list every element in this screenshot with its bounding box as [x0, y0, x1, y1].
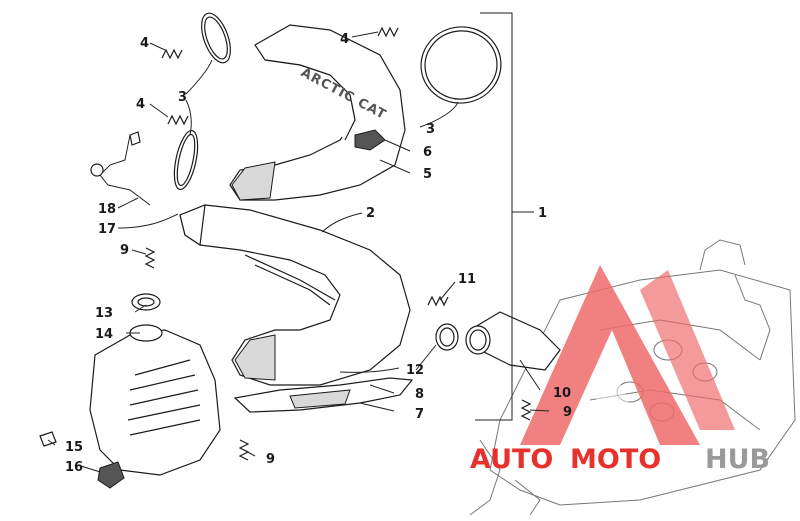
callout-2: 2 [366, 206, 375, 221]
spring-top-center [377, 26, 399, 38]
callout-9b: 9 [563, 405, 572, 420]
callout-14: 14 [95, 327, 113, 342]
callout-7: 7 [415, 407, 424, 422]
spring-top-left [161, 48, 183, 60]
gasket-12 [435, 323, 459, 351]
callout-11: 11 [458, 272, 476, 287]
callout-4c: 4 [340, 32, 349, 47]
callout-4b: 4 [136, 97, 145, 112]
band-clamp-left-lower [173, 129, 199, 191]
gasket-13 [131, 293, 161, 311]
spring-11 [427, 295, 449, 307]
leader-lines [47, 31, 550, 473]
callout-9a: 9 [120, 243, 129, 258]
callout-13: 13 [95, 306, 113, 321]
band-clamp-left-upper [201, 12, 231, 64]
manifold [465, 311, 561, 371]
callout-6: 6 [423, 145, 432, 160]
muffler [39, 324, 221, 489]
callout-labels: 1 2 3 3 4 4 4 5 6 7 8 9 9 9 10 11 12 13 … [65, 32, 572, 475]
watermark-logo [520, 265, 735, 445]
callout-12: 12 [406, 363, 424, 378]
callout-10: 10 [553, 386, 571, 401]
callout-16: 16 [65, 460, 83, 475]
spring-mid-left [167, 114, 189, 126]
callout-18: 18 [98, 202, 116, 217]
callout-3a: 3 [178, 90, 187, 105]
callout-15: 15 [65, 440, 83, 455]
expansion-pipe [179, 204, 411, 386]
expansion-chamber-heat-shield: ARCTIC CAT [229, 24, 406, 201]
callout-1: 1 [538, 206, 547, 221]
watermark-moto: MOTO [570, 444, 661, 475]
spring-9-left [144, 247, 156, 269]
watermark-wordmark: AUTO MOTO HUB [470, 444, 770, 475]
temperature-sensor [90, 131, 151, 206]
watermark-auto: AUTO [470, 444, 553, 475]
callout-5: 5 [423, 167, 432, 182]
watermark-hub: HUB [705, 444, 770, 475]
callout-4a: 4 [140, 36, 149, 51]
band-clamp-right [420, 26, 502, 104]
lower-heat-shield [233, 377, 414, 413]
callout-8: 8 [415, 387, 424, 402]
callout-9c: 9 [266, 452, 275, 467]
callout-17: 17 [98, 222, 116, 237]
callout-3b: 3 [426, 122, 435, 137]
spring-9-right [520, 399, 532, 421]
assembly-bracket [475, 12, 534, 421]
